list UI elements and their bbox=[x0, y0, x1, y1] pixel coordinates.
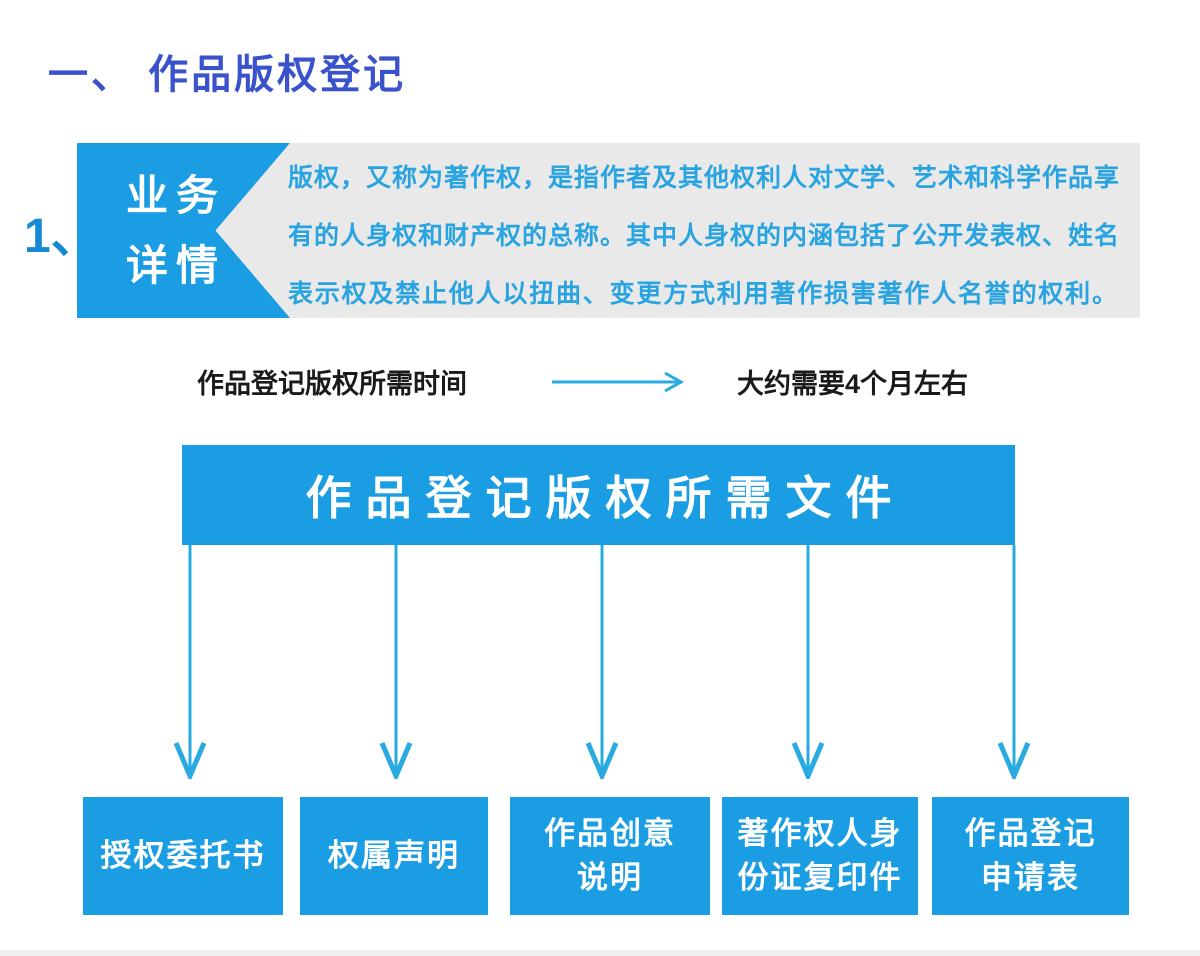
document-box-id-copy: 著作权人身 份证复印件 bbox=[722, 797, 918, 915]
document-box-label: 作品创意 bbox=[544, 816, 676, 851]
business-detail-panel: 版权，又称为著作权，是指作者及其他权利人对文学、艺术和科学作品享 有的人身权和财… bbox=[215, 143, 1140, 318]
timeline-value: 大约需要4个月左右 bbox=[737, 369, 969, 399]
timeline-label: 作品登记版权所需时间 bbox=[197, 369, 467, 399]
description-line-2: 有的人身权和财产权的总称。其中人身权的内涵包括了公开发表权、姓名 bbox=[288, 222, 1121, 250]
page-title: 一、 作品版权登记 bbox=[48, 53, 407, 97]
down-arrow-icon bbox=[791, 545, 825, 779]
business-detail-label-line2: 详情 bbox=[125, 242, 226, 289]
description-line-1: 版权，又称为著作权，是指作者及其他权利人对文学、艺术和科学作品享 bbox=[288, 164, 1121, 192]
down-arrow-icon bbox=[173, 545, 207, 779]
document-box-creative-description: 作品创意 说明 bbox=[510, 797, 710, 915]
document-box-authorization-letter: 授权委托书 bbox=[83, 797, 283, 915]
description-line-3: 表示权及禁止他人以扭曲、变更方式利用著作损害著作人名誉的权利。 bbox=[288, 280, 1118, 308]
copyright-description: 版权，又称为著作权，是指作者及其他权利人对文学、艺术和科学作品享 有的人身权和财… bbox=[288, 149, 1121, 323]
document-box-label-line2: 说明 bbox=[577, 860, 643, 895]
down-arrow-icon bbox=[997, 545, 1031, 779]
bottom-divider bbox=[0, 950, 1200, 956]
document-box-ownership-statement: 权属声明 bbox=[300, 797, 488, 915]
down-arrow-icon bbox=[585, 545, 619, 779]
document-box-label-line2: 份证复印件 bbox=[737, 860, 903, 895]
business-detail-label-line1: 业务 bbox=[125, 172, 226, 219]
right-arrow-icon bbox=[552, 371, 685, 393]
down-arrow-icon bbox=[379, 545, 413, 779]
business-detail-label: 业务 详情 bbox=[101, 161, 251, 301]
document-box-label: 授权委托书 bbox=[100, 838, 266, 873]
documents-header-banner: 作品登记版权所需文件 bbox=[182, 445, 1015, 545]
document-box-label-line2: 申请表 bbox=[981, 860, 1080, 895]
document-box-registration-form: 作品登记 申请表 bbox=[932, 797, 1129, 915]
document-box-label: 作品登记 bbox=[964, 816, 1097, 851]
document-box-label: 著作权人身 bbox=[737, 816, 903, 851]
document-box-label: 权属声明 bbox=[328, 838, 460, 873]
